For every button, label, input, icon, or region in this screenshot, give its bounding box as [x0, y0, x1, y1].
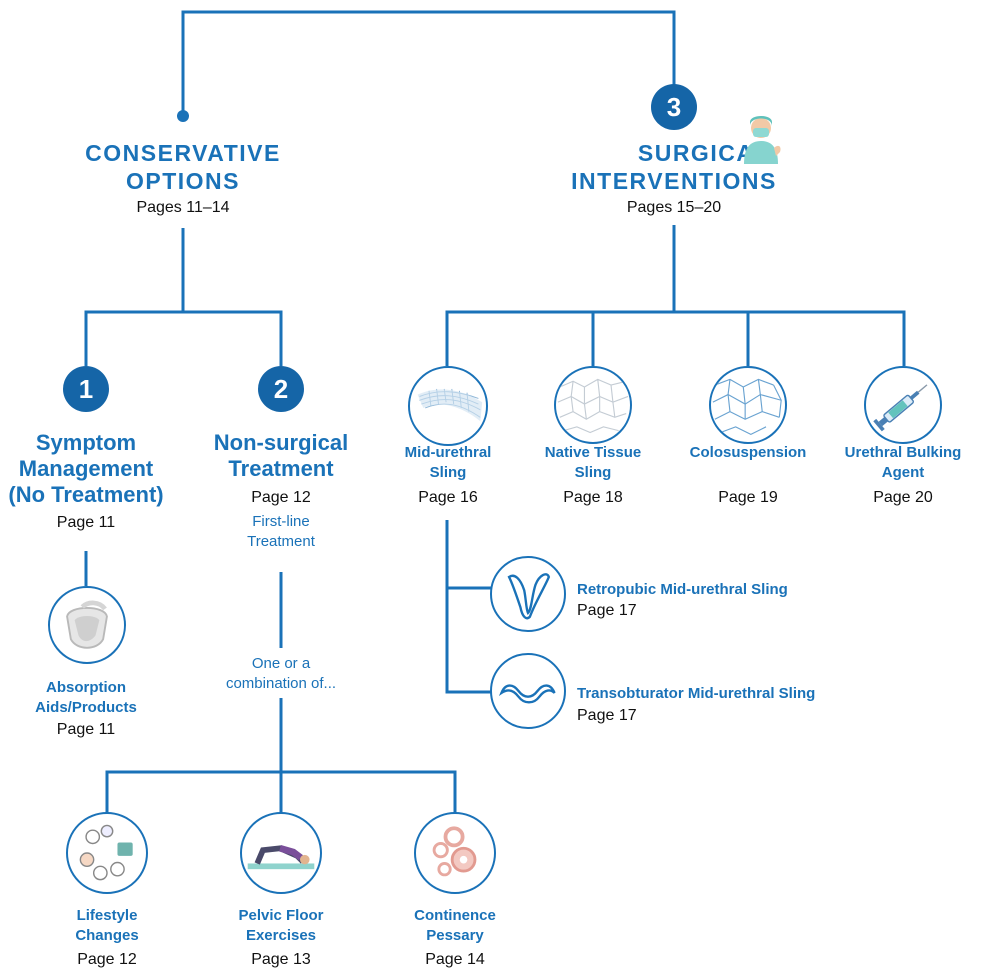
- bulking-page: Page 20: [873, 489, 933, 506]
- conservative-title-line1: CONSERVATIVE: [85, 140, 281, 166]
- pelvic-page: Page 13: [251, 951, 311, 968]
- native-label-line2: Sling: [574, 464, 612, 481]
- midurethral-label-line1: Mid-urethral: [404, 444, 492, 461]
- midurethral-label-line2: Sling: [429, 464, 467, 481]
- surgical-pages: Pages 15–20: [626, 199, 722, 216]
- pessary-label-line2: Pessary: [426, 927, 484, 944]
- nonsurgical-page: Page 12: [251, 489, 311, 506]
- lifestyle-label-line2: Changes: [75, 927, 139, 944]
- transobturator-label: Transobturator Mid-urethral Sling: [577, 685, 816, 702]
- first-line-note-line1: First-line: [252, 513, 310, 530]
- tissue-icon: [554, 366, 632, 444]
- exercise-icon: [240, 812, 322, 894]
- pelvic-label-line2: Exercises: [245, 927, 317, 944]
- pessary-label-line1: Continence: [414, 907, 496, 924]
- mesh-sling-icon: [408, 366, 488, 446]
- transobturator-sling-icon: [490, 653, 566, 729]
- bulking-label-line1: Urethral Bulking: [844, 444, 962, 461]
- symptom-title-line2: Management: [18, 456, 154, 481]
- lifestyle-page: Page 12: [77, 951, 137, 968]
- pessary-icon: [414, 812, 496, 894]
- badge-3: 3: [651, 84, 697, 130]
- badge-1: 1: [63, 366, 109, 412]
- absorption-label-line2: Aids/Products: [35, 699, 137, 716]
- colosuspension-page: Page 19: [718, 489, 778, 506]
- retropubic-label: Retropubic Mid-urethral Sling: [577, 581, 788, 598]
- badge-2: 2: [258, 366, 304, 412]
- absorption-label-line1: Absorption: [46, 679, 126, 696]
- retropubic-sling-icon: [490, 556, 566, 632]
- combination-note-line2: combination of...: [225, 675, 337, 692]
- syringe-icon: [864, 366, 942, 444]
- absorption-page: Page 11: [56, 721, 116, 738]
- transobturator-page: Page 17: [577, 707, 637, 724]
- pelvic-label-line1: Pelvic Floor: [238, 907, 324, 924]
- native-label-line1: Native Tissue: [544, 444, 642, 461]
- native-page: Page 18: [563, 489, 623, 506]
- nonsurgical-title-line1: Non-surgical: [213, 430, 349, 455]
- lifestyle-icon: [66, 812, 148, 894]
- symptom-page: Page 11: [56, 514, 116, 531]
- nonsurgical-title-line2: Treatment: [228, 456, 334, 481]
- conservative-title-line2: OPTIONS: [125, 168, 240, 194]
- absorbent-pad-icon: [48, 586, 126, 664]
- tissue-network-icon: [709, 366, 787, 444]
- retropubic-page: Page 17: [577, 602, 637, 619]
- lifestyle-label-line1: Lifestyle: [76, 907, 138, 924]
- connector-dot: [177, 110, 189, 122]
- colosuspension-label: Colosuspension: [689, 444, 807, 461]
- first-line-note-line2: Treatment: [247, 533, 315, 550]
- surgeon-icon: [738, 108, 784, 164]
- midurethral-page: Page 16: [418, 489, 478, 506]
- combination-note-line1: One or a: [251, 655, 311, 672]
- bulking-label-line2: Agent: [881, 464, 925, 481]
- symptom-title-line3: (No Treatment): [8, 482, 164, 507]
- conservative-pages: Pages 11–14: [136, 199, 230, 216]
- pessary-page: Page 14: [425, 951, 485, 968]
- symptom-title-line1: Symptom: [35, 430, 137, 455]
- surgical-title-line2: INTERVENTIONS: [571, 168, 777, 194]
